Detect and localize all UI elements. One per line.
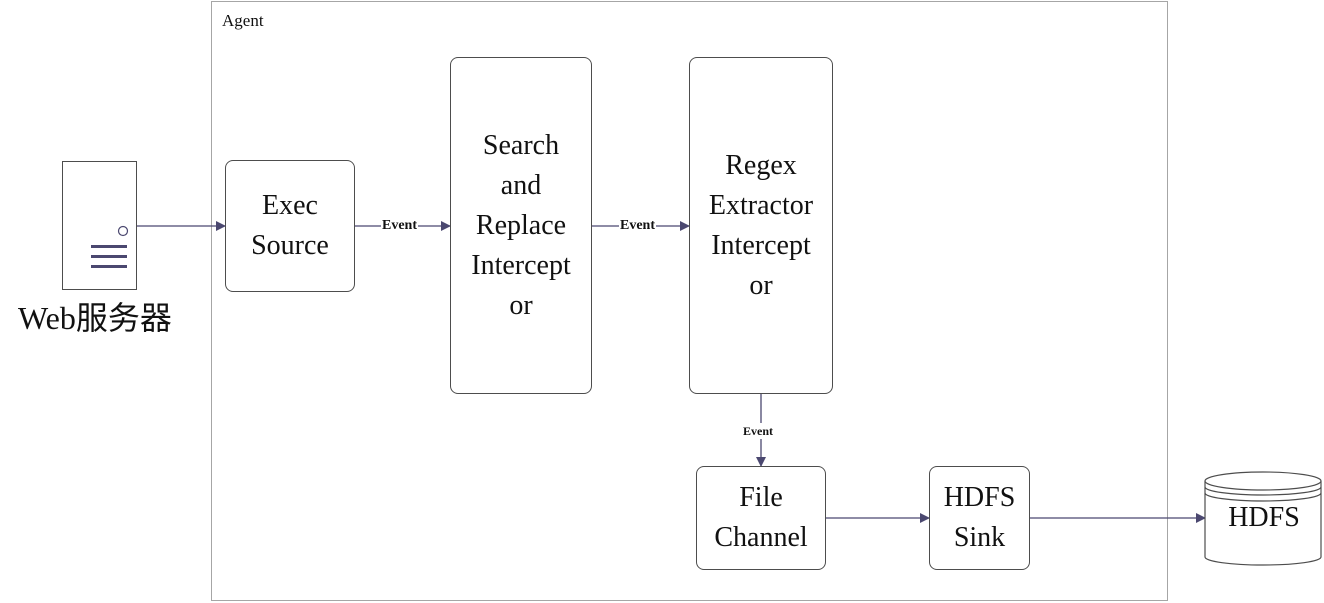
exec-source-node: Exec Source bbox=[225, 160, 355, 292]
file-channel-node: File Channel bbox=[696, 466, 826, 570]
regex-extractor-line-3: Intercept bbox=[711, 229, 811, 261]
search-replace-line-4: Intercept bbox=[471, 249, 571, 281]
hdfs-store-label: HDFS bbox=[1228, 502, 1300, 533]
exec-source-line-1: Exec bbox=[262, 190, 318, 221]
regex-extractor-line-2: Extractor bbox=[708, 189, 814, 221]
search-replace-line-1: Search bbox=[482, 129, 560, 161]
exec-source-line-2: Source bbox=[251, 230, 329, 261]
regex-extractor-line-1: Regex bbox=[725, 149, 797, 181]
search-replace-line-3: Replace bbox=[475, 209, 567, 241]
hdfs-sink-node: HDFS Sink bbox=[929, 466, 1030, 570]
regex-extractor-interceptor-node: Regex Extractor Intercept or bbox=[689, 57, 833, 394]
server-icon-graphic bbox=[91, 225, 129, 268]
search-replace-interceptor-node: Search and Replace Intercept or bbox=[450, 57, 592, 394]
hdfs-sink-line-2: Sink bbox=[953, 522, 1006, 553]
web-server-label: Web服务器 bbox=[18, 300, 172, 336]
search-replace-line-2: and bbox=[500, 169, 542, 201]
hdfs-sink-line-1: HDFS bbox=[943, 482, 1016, 513]
file-channel-line-1: File bbox=[739, 482, 783, 513]
edge-label-exec-to-search: Event bbox=[381, 218, 418, 234]
database-icon bbox=[1204, 471, 1322, 566]
search-replace-line-5: or bbox=[509, 289, 533, 321]
agent-container bbox=[211, 1, 1168, 601]
regex-extractor-line-4: or bbox=[749, 269, 773, 301]
file-channel-line-2: Channel bbox=[714, 522, 808, 553]
edge-label-search-to-regex: Event bbox=[619, 218, 656, 234]
agent-label: Agent bbox=[222, 11, 264, 30]
edge-label-regex-to-channel: Event bbox=[742, 423, 774, 439]
server-icon bbox=[62, 161, 137, 290]
